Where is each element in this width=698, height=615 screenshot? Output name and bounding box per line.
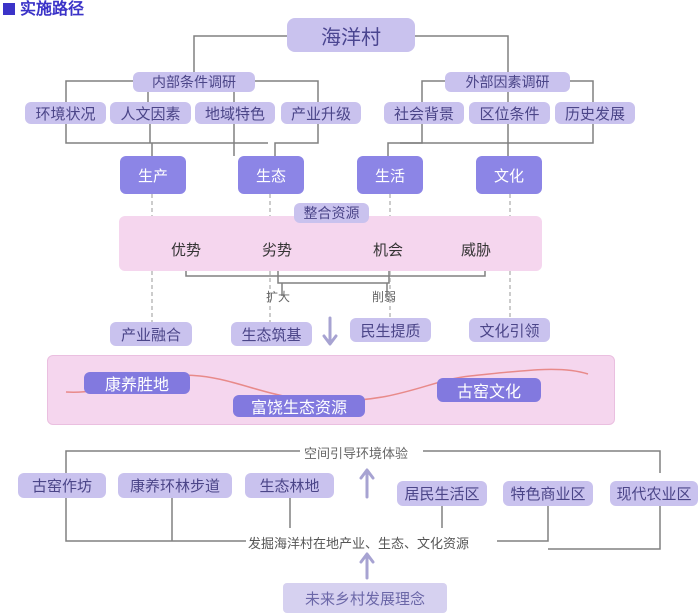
outcome-culture: 文化引领: [469, 318, 550, 342]
outcome-ecology: 生态筑基: [231, 322, 312, 346]
internal-item-regional: 地域特色: [195, 102, 275, 124]
experience-kiln-workshop: 古窑作坊: [18, 473, 106, 498]
experience-residential: 居民生活区: [397, 481, 487, 506]
weaken-label: 削弱: [372, 290, 397, 304]
outcome-livelihood: 民生提质: [350, 318, 431, 342]
pillar-production: 生产: [120, 156, 186, 194]
internal-item-humanities: 人文因素: [110, 102, 191, 124]
zone-ecology: 富饶生态资源: [233, 395, 365, 417]
pillar-living: 生活: [357, 156, 423, 194]
experience-eco-forest: 生态林地: [245, 473, 334, 498]
zone-kiln: 古窑文化: [437, 378, 541, 402]
integration-label: 整合资源: [294, 203, 369, 223]
section-title: 实施路径: [20, 0, 85, 18]
internal-item-industry: 产业升级: [281, 102, 361, 124]
expand-label: 扩大: [266, 290, 291, 304]
swot-threat: 威胁: [461, 241, 492, 259]
zone-health: 康养胜地: [84, 372, 190, 394]
internal-research-label: 内部条件调研: [133, 72, 255, 92]
root-node: 海洋村: [287, 18, 415, 52]
experience-health-trail: 康养环林步道: [118, 473, 232, 498]
pillar-culture: 文化: [476, 156, 542, 194]
experience-agriculture: 现代农业区: [610, 481, 698, 506]
swot-opportunity: 机会: [373, 241, 404, 259]
swot-strength: 优势: [171, 241, 202, 259]
section-marker-icon: [3, 3, 15, 15]
outcome-industry: 产业融合: [110, 322, 192, 346]
swot-panel: [119, 216, 542, 271]
future-village-concept: 未来乡村发展理念: [283, 583, 447, 613]
external-research-label: 外部因素调研: [445, 72, 570, 92]
external-item-history: 历史发展: [555, 102, 635, 124]
pillar-ecology: 生态: [238, 156, 304, 194]
external-item-location: 区位条件: [469, 102, 550, 124]
experience-commercial: 特色商业区: [503, 481, 593, 506]
swot-weakness: 劣势: [262, 241, 293, 259]
experience-label: 空间引导环境体验: [300, 443, 413, 462]
foundation-label: 发掘海洋村在地产业、生态、文化资源: [246, 533, 472, 552]
internal-item-environment: 环境状况: [25, 102, 106, 124]
external-item-society: 社会背景: [384, 102, 464, 124]
